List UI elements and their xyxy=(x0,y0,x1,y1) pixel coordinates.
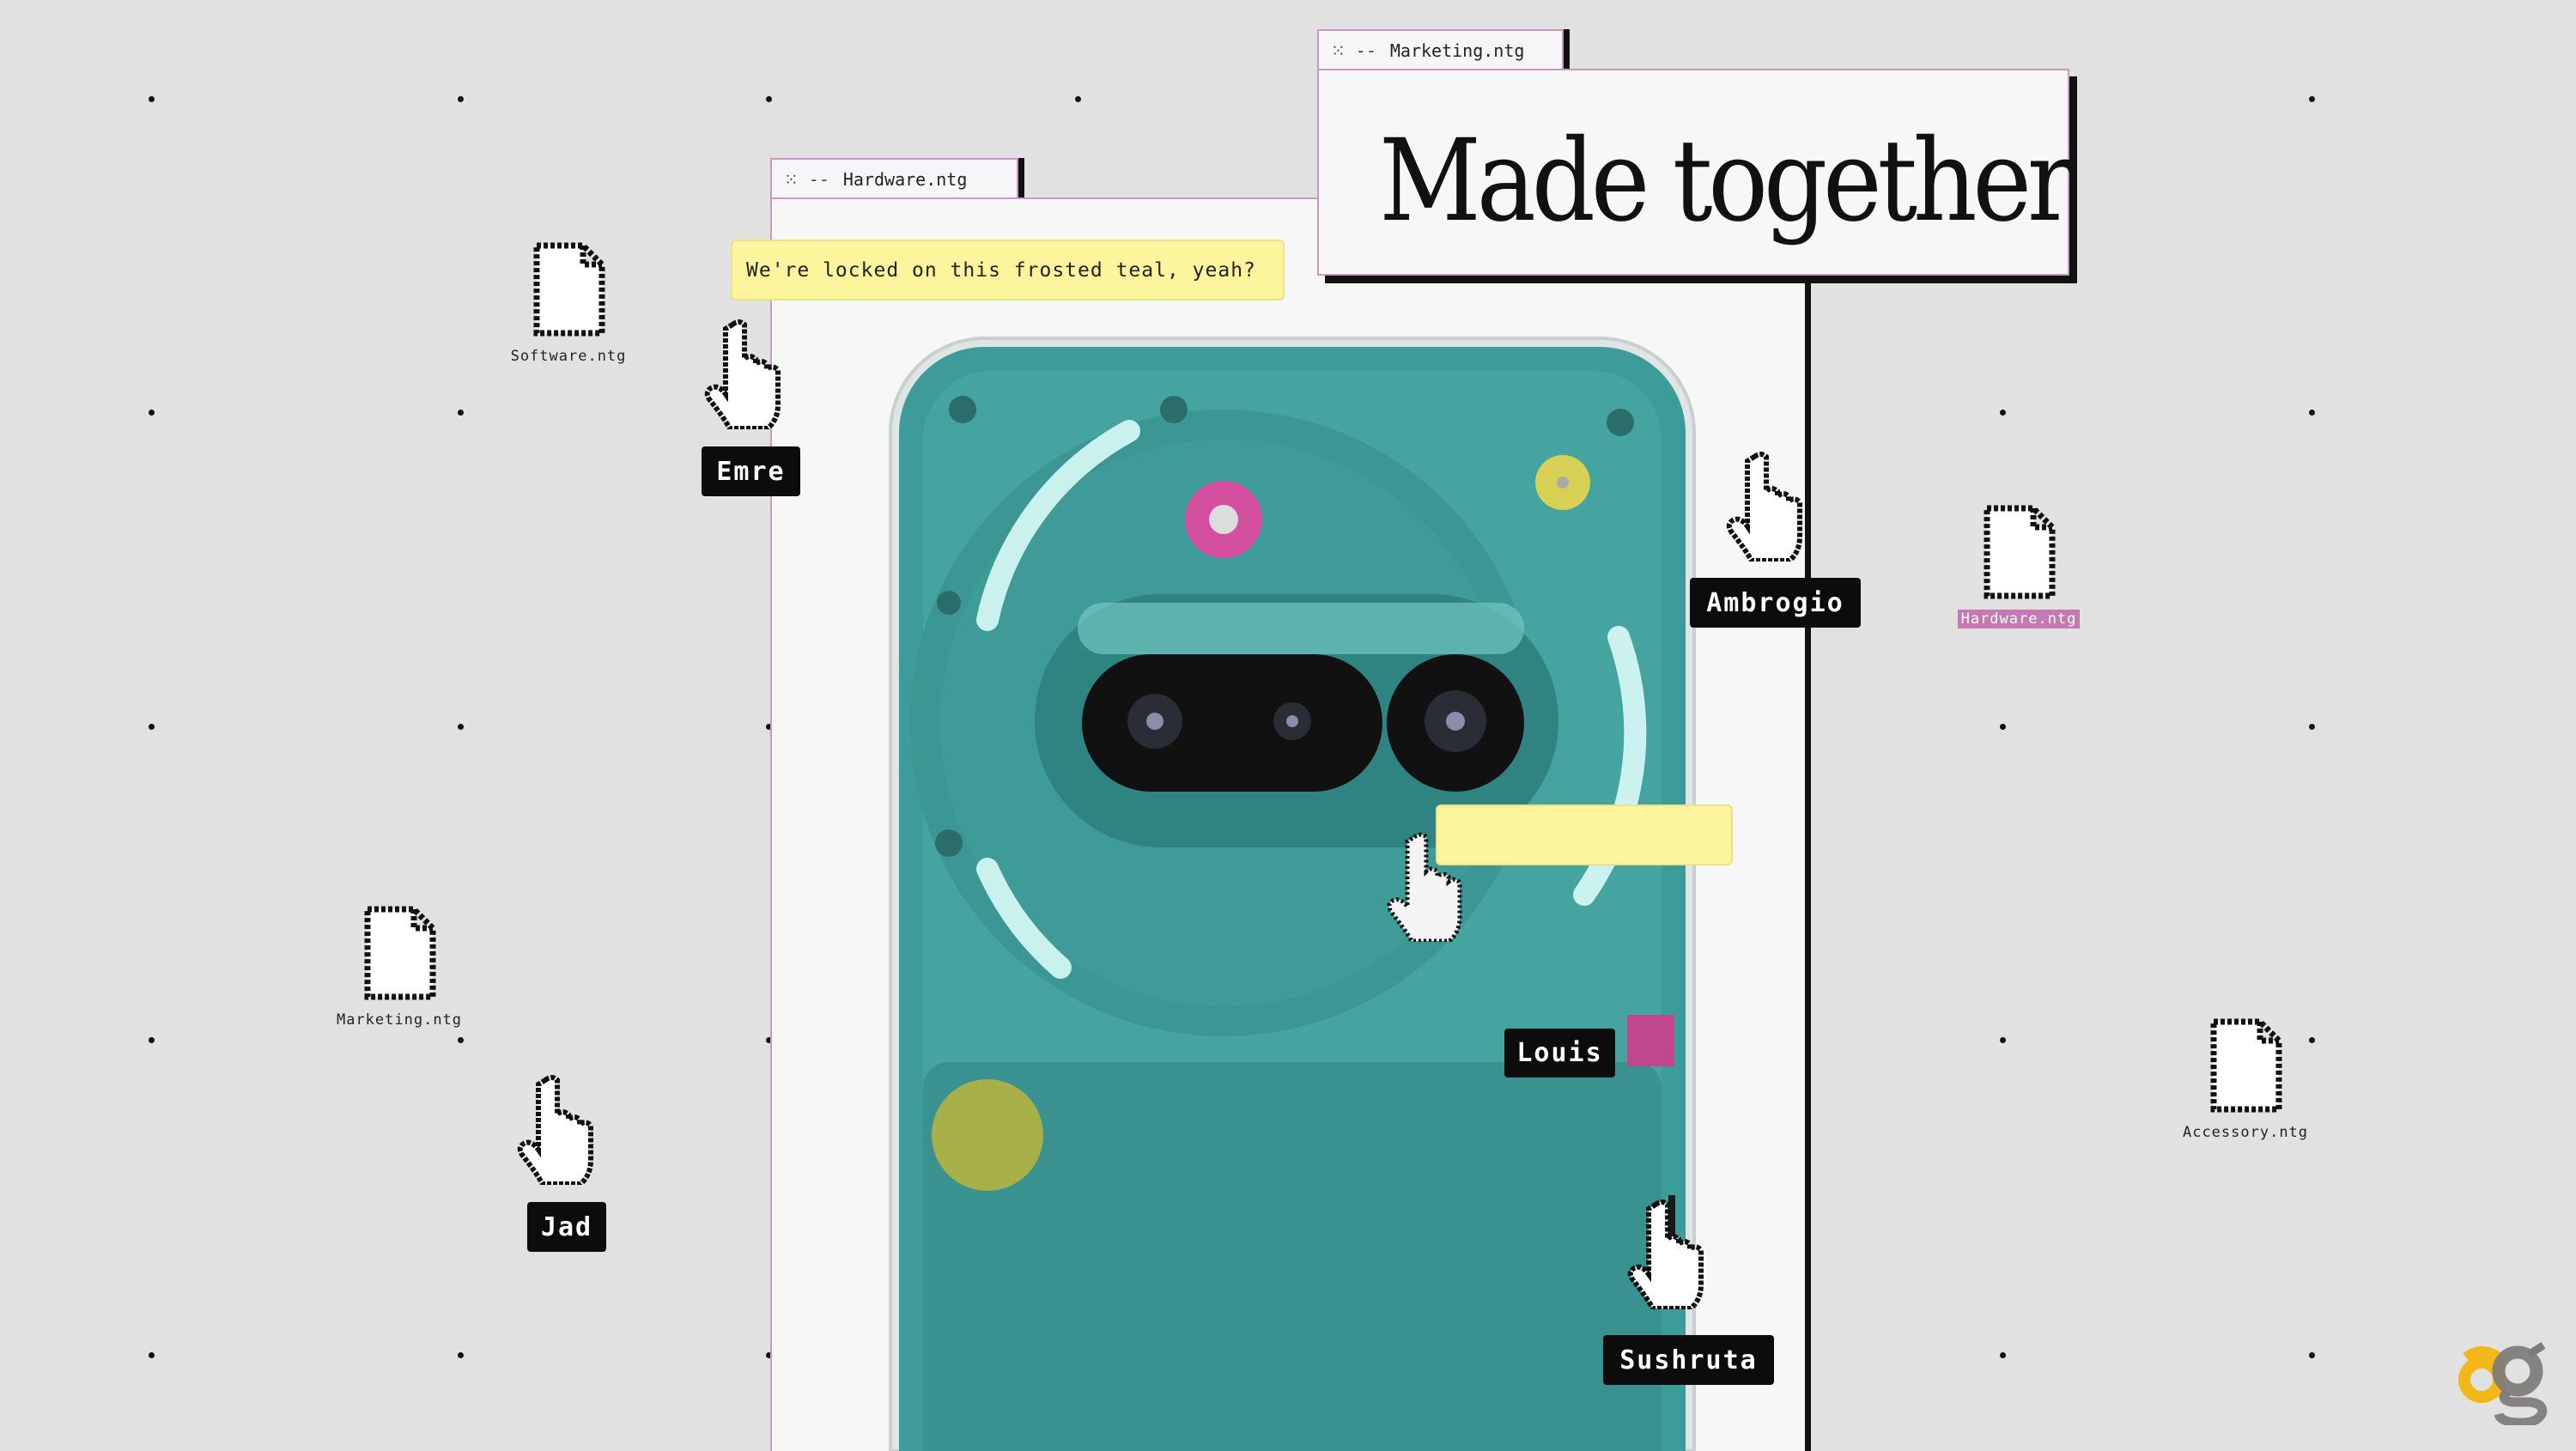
file-label: Hardware.ntg xyxy=(1957,610,2081,628)
grid-dot xyxy=(149,410,155,416)
grid-dot xyxy=(2309,96,2315,102)
grid-dot xyxy=(766,1037,772,1043)
file-marketing[interactable]: Marketing.ntg xyxy=(313,906,485,1029)
grid-dot xyxy=(149,96,155,102)
hardware-window-tab[interactable]: ⁙ -- Hardware.ntg xyxy=(770,158,1018,199)
grid-dot xyxy=(458,96,464,102)
cursor-hand-icon-sushruta xyxy=(1625,1198,1720,1309)
window-close-icon[interactable]: ⁙ -- xyxy=(784,169,829,190)
file-icon xyxy=(533,242,605,337)
grid-dot xyxy=(149,724,155,730)
window-title: Marketing.ntg xyxy=(1389,40,1525,61)
grid-dot xyxy=(2000,1352,2006,1358)
grid-dot xyxy=(2000,1037,2006,1043)
grid-dot xyxy=(766,724,772,730)
cursor-hand-icon-louis xyxy=(1384,830,1479,942)
collaborator-label-jad: Jad xyxy=(527,1202,606,1252)
collaborator-label-sushruta: Sushruta xyxy=(1603,1335,1774,1385)
grid-dot xyxy=(458,1352,464,1358)
grid-dot xyxy=(766,96,772,102)
file-hardware[interactable]: Hardware.ntg xyxy=(1933,505,2105,628)
grid-dot xyxy=(2309,410,2315,416)
grid-dot xyxy=(766,1352,772,1358)
window-close-icon[interactable]: ⁙ -- xyxy=(1331,40,1376,61)
cursor-hand-icon-jad xyxy=(515,1073,610,1185)
grid-dot xyxy=(458,410,464,416)
file-icon xyxy=(1984,505,2056,599)
collaborator-label-emre: Emre xyxy=(702,446,800,496)
marketing-window: Made together xyxy=(1317,69,2075,276)
file-label: Software.ntg xyxy=(510,348,627,365)
window-title: Hardware.ntg xyxy=(842,169,968,190)
file-label: Accessory.ntg xyxy=(2182,1124,2309,1141)
chat-input[interactable] xyxy=(1436,804,1733,865)
cursor-hand-icon-emre xyxy=(702,318,797,429)
file-software[interactable]: Software.ntg xyxy=(483,242,654,366)
file-icon xyxy=(364,906,436,1000)
grid-dot xyxy=(2000,724,2006,730)
marketing-heading: Made together xyxy=(1379,115,2075,247)
grid-dot xyxy=(149,1352,155,1358)
chat-message: We're locked on this frosted teal, yeah? xyxy=(731,240,1285,301)
grid-dot xyxy=(149,1037,155,1043)
file-label: Marketing.ntg xyxy=(336,1011,463,1029)
grid-dot xyxy=(2309,1037,2315,1043)
grid-dot xyxy=(2000,410,2006,416)
grid-dot xyxy=(458,1037,464,1043)
cursor-hand-icon-ambrogio xyxy=(1724,450,1819,562)
file-icon xyxy=(2210,1018,2282,1113)
file-accessory[interactable]: Accessory.ntg xyxy=(2160,1018,2331,1142)
phone-image xyxy=(889,337,1696,1451)
grid-dot xyxy=(1075,96,1081,102)
marketing-window-tab[interactable]: ⁙ -- Marketing.ntg xyxy=(1317,29,1564,70)
grid-dot xyxy=(458,724,464,730)
grid-dot xyxy=(2309,1352,2315,1358)
collaborator-label-ambrogio: Ambrogio xyxy=(1690,578,1861,628)
ag-logo xyxy=(2458,1342,2548,1425)
collaborator-label-louis: Louis xyxy=(1504,1029,1615,1078)
grid-dot xyxy=(2309,724,2315,730)
